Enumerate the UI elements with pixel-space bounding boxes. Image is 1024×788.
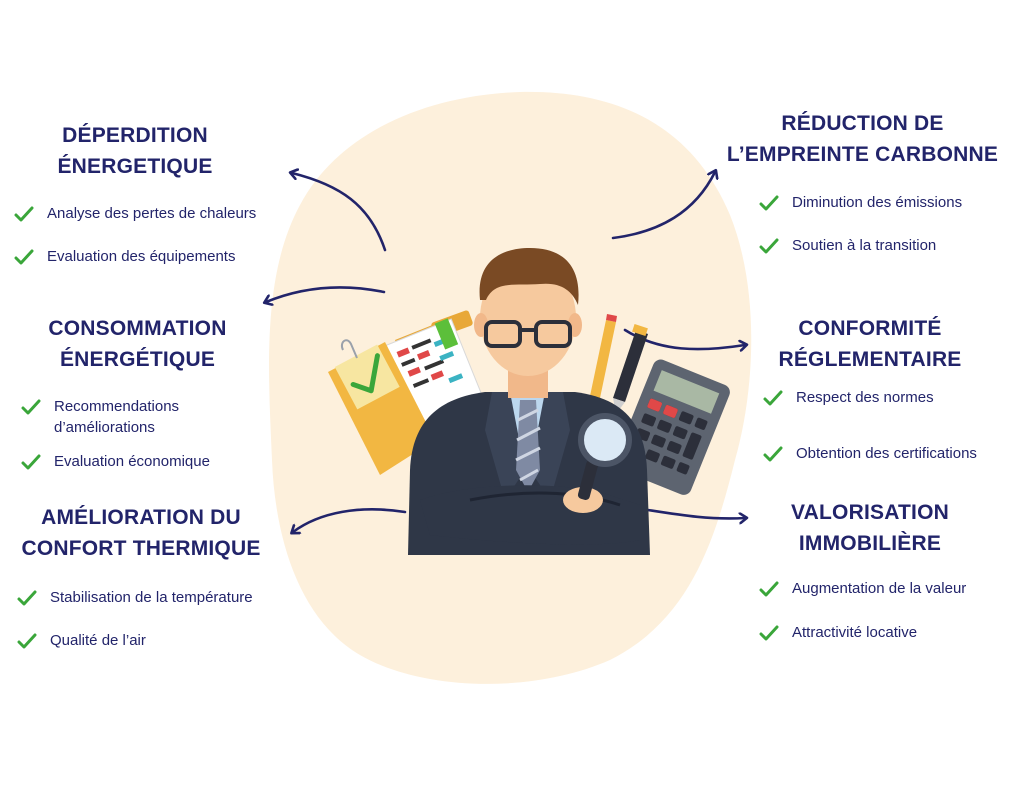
heading-carbone-line1: RÉDUCTION DE [781, 112, 944, 135]
heading-confort-line2: CONFORT THERMIQUE [21, 537, 261, 560]
list-item: Evaluation économique [20, 451, 210, 472]
check-icon [20, 398, 42, 416]
arrow-deperdition [292, 173, 387, 252]
item-text: Augmentation de la valeur [792, 580, 967, 597]
item-text-line2: d’améliorations [54, 419, 155, 436]
check-icon [758, 194, 780, 212]
heading-conformite: CONFORMITÉ RÉGLEMENTAIRE [770, 313, 970, 375]
check-icon [16, 589, 38, 607]
list-item: Soutien à la transition [758, 235, 936, 256]
heading-consommation-line1: CONSOMMATION [48, 317, 227, 340]
heading-consommation: CONSOMMATION ÉNERGÉTIQUE [30, 313, 245, 375]
list-item: Obtention des certifications [762, 443, 977, 464]
heading-conformite-line1: CONFORMITÉ [798, 317, 942, 340]
heading-deperdition: DÉPERDITION ÉNERGETIQUE [40, 120, 230, 182]
item-text: Soutien à la transition [792, 237, 937, 254]
arrow-carbone [611, 172, 715, 240]
heading-carbone-line2: L’EMPREINTE CARBONNE [726, 143, 999, 166]
heading-deperdition-line2: ÉNERGETIQUE [57, 155, 213, 178]
item-text: Evaluation économique [54, 453, 210, 470]
man-figure [408, 248, 650, 555]
heading-valorisation: VALORISATION IMMOBILIÈRE [770, 497, 970, 559]
check-icon [762, 445, 784, 463]
list-item: Diminution des émissions [758, 192, 962, 213]
check-icon [13, 205, 35, 223]
list-item: Augmentation de la valeur [758, 578, 966, 599]
check-icon [16, 632, 38, 650]
heading-consommation-line2: ÉNERGÉTIQUE [59, 348, 216, 371]
arrow-valorisation [646, 508, 745, 518]
item-text: Qualité de l’air [50, 632, 146, 649]
check-icon [20, 453, 42, 471]
heading-confort: AMÉLIORATION DU CONFORT THERMIQUE [10, 502, 272, 564]
list-item: Stabilisation de la température [16, 587, 253, 608]
check-icon [13, 248, 35, 266]
check-icon [758, 580, 780, 598]
list-item: Qualité de l’air [16, 630, 146, 651]
heading-deperdition-line1: DÉPERDITION [62, 124, 208, 147]
list-item: Respect des normes [762, 387, 934, 408]
check-icon [758, 624, 780, 642]
heading-confort-line1: AMÉLIORATION DU [41, 506, 241, 529]
check-icon [762, 389, 784, 407]
heading-conformite-line2: RÉGLEMENTAIRE [778, 348, 962, 371]
item-text: Analyse des pertes de chaleurs [47, 205, 257, 222]
heading-valorisation-line1: VALORISATION [791, 501, 949, 524]
item-text: Attractivité locative [792, 624, 918, 641]
item-text-line1: Recommendations [54, 398, 180, 415]
list-item: Attractivité locative [758, 622, 917, 643]
arrow-confort [293, 508, 407, 532]
item-text: Stabilisation de la température [50, 589, 253, 606]
arrow-consommation [266, 286, 386, 302]
list-item: Evaluation des équipements [13, 246, 235, 267]
check-icon [758, 237, 780, 255]
magnifier-icon [577, 413, 632, 500]
item-text: Obtention des certifications [796, 445, 977, 462]
pencil-icon [590, 314, 617, 410]
heading-carbone: RÉDUCTION DE L’EMPREINTE CARBONNE [720, 108, 1005, 170]
heading-valorisation-line2: IMMOBILIÈRE [798, 532, 942, 555]
item-text: Diminution des émissions [792, 194, 963, 211]
list-item: Analyse des pertes de chaleurs [13, 203, 256, 224]
list-item: Recommendations d’améliorations [20, 396, 179, 438]
item-text: Recommendations d’améliorations [54, 396, 179, 438]
item-text: Evaluation des équipements [47, 248, 236, 265]
item-text: Respect des normes [796, 389, 934, 406]
